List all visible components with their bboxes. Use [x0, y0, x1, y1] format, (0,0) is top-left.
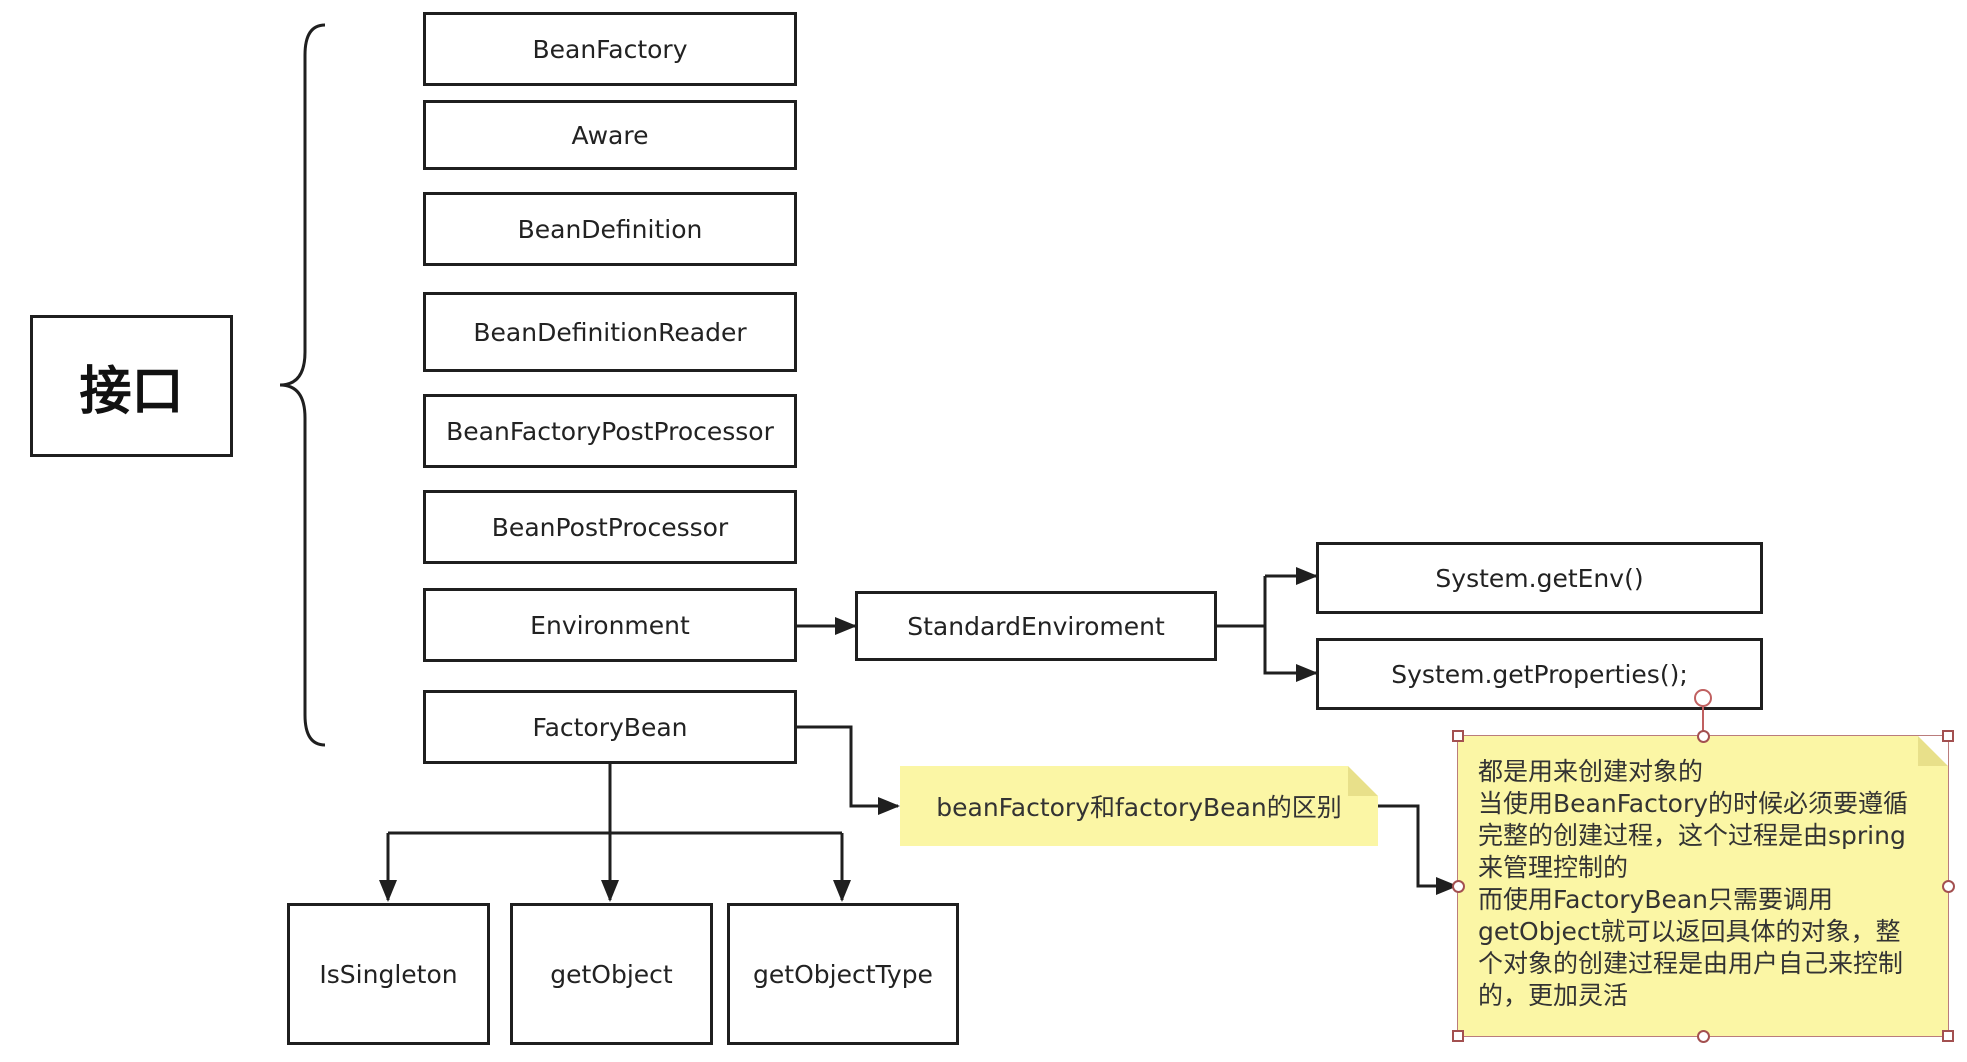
explanation-note-line: getObject就可以返回具体的对象，整: [1478, 917, 1901, 946]
interface-label: BeanDefinition: [517, 214, 703, 244]
explanation-note-line: 都是用来创建对象的: [1478, 757, 1704, 786]
explanation-note-line: 当使用BeanFactory的时候必须要遵循: [1478, 789, 1909, 818]
note-fold-corner: [1348, 766, 1378, 796]
resize-handle-bottom-right[interactable]: [1942, 1030, 1954, 1042]
system-getproperties-box[interactable]: System.getProperties();: [1316, 638, 1763, 710]
difference-note-label: beanFactory和factoryBean的区别: [936, 793, 1342, 822]
interface-box-aware[interactable]: Aware: [423, 100, 797, 170]
explanation-note-line: 的，更加灵活: [1478, 981, 1629, 1010]
interface-box-factory-bean[interactable]: FactoryBean: [423, 690, 797, 764]
explanation-note-line: 来管理控制的: [1478, 853, 1629, 882]
method-label: IsSingleton: [319, 959, 458, 989]
interface-box-bean-factory-post-processor[interactable]: BeanFactoryPostProcessor: [423, 394, 797, 468]
difference-note[interactable]: beanFactory和factoryBean的区别: [900, 766, 1378, 846]
method-label: getObject: [550, 959, 673, 989]
method-label: getObjectType: [753, 959, 933, 989]
method-box-issingleton[interactable]: IsSingleton: [287, 903, 490, 1045]
system-getenv-label: System.getEnv(): [1435, 563, 1644, 593]
resize-handle-right[interactable]: [1942, 880, 1955, 893]
standard-environment-label: StandardEnviroment: [907, 611, 1165, 641]
resize-handle-top[interactable]: [1697, 730, 1710, 743]
interface-label: Environment: [530, 610, 690, 640]
method-box-getobjecttype[interactable]: getObjectType: [727, 903, 959, 1045]
interface-label: BeanDefinitionReader: [473, 317, 747, 347]
resize-handle-bottom[interactable]: [1697, 1030, 1710, 1043]
resize-handle-bottom-left[interactable]: [1452, 1030, 1464, 1042]
explanation-note-line: 而使用FactoryBean只需要调用: [1478, 885, 1834, 914]
resize-handle-top-right[interactable]: [1942, 730, 1954, 742]
interface-box-bean-definition[interactable]: BeanDefinition: [423, 192, 797, 266]
interface-label: FactoryBean: [532, 712, 688, 742]
system-getenv-box[interactable]: System.getEnv(): [1316, 542, 1763, 614]
interface-label: BeanFactoryPostProcessor: [446, 416, 774, 446]
system-getproperties-label: System.getProperties();: [1391, 659, 1688, 689]
rotate-handle[interactable]: [1694, 689, 1712, 707]
interface-box-bean-post-processor[interactable]: BeanPostProcessor: [423, 490, 797, 564]
method-box-getobject[interactable]: getObject: [510, 903, 713, 1045]
connector-standard-getproperties: [1263, 626, 1318, 682]
standard-environment-box[interactable]: StandardEnviroment: [855, 591, 1217, 661]
interface-root-label: 接口: [79, 361, 184, 422]
interface-box-bean-factory[interactable]: BeanFactory: [423, 12, 797, 86]
resize-handle-top-left[interactable]: [1452, 730, 1464, 742]
rotate-handle-stem: [1702, 706, 1704, 736]
resize-handle-left[interactable]: [1452, 880, 1465, 893]
connector-note-explanation: [1378, 804, 1458, 895]
interface-root-box[interactable]: 接口: [30, 315, 233, 457]
interface-label: BeanPostProcessor: [491, 512, 729, 542]
interface-group-brace: [279, 23, 326, 747]
interface-box-bean-definition-reader[interactable]: BeanDefinitionReader: [423, 292, 797, 372]
connector-standard-split: [1217, 576, 1267, 628]
interface-label: BeanFactory: [532, 34, 688, 64]
explanation-note-line: 个对象的创建过程是由用户自己来控制: [1478, 949, 1904, 978]
explanation-note[interactable]: 都是用来创建对象的 当使用BeanFactory的时候必须要遵循 完整的创建过程…: [1458, 736, 1948, 1036]
connector-factorybean-note: [797, 725, 900, 815]
interface-label: Aware: [571, 120, 649, 150]
explanation-note-line: 完整的创建过程，这个过程是由spring: [1478, 821, 1906, 850]
interface-box-environment[interactable]: Environment: [423, 588, 797, 662]
